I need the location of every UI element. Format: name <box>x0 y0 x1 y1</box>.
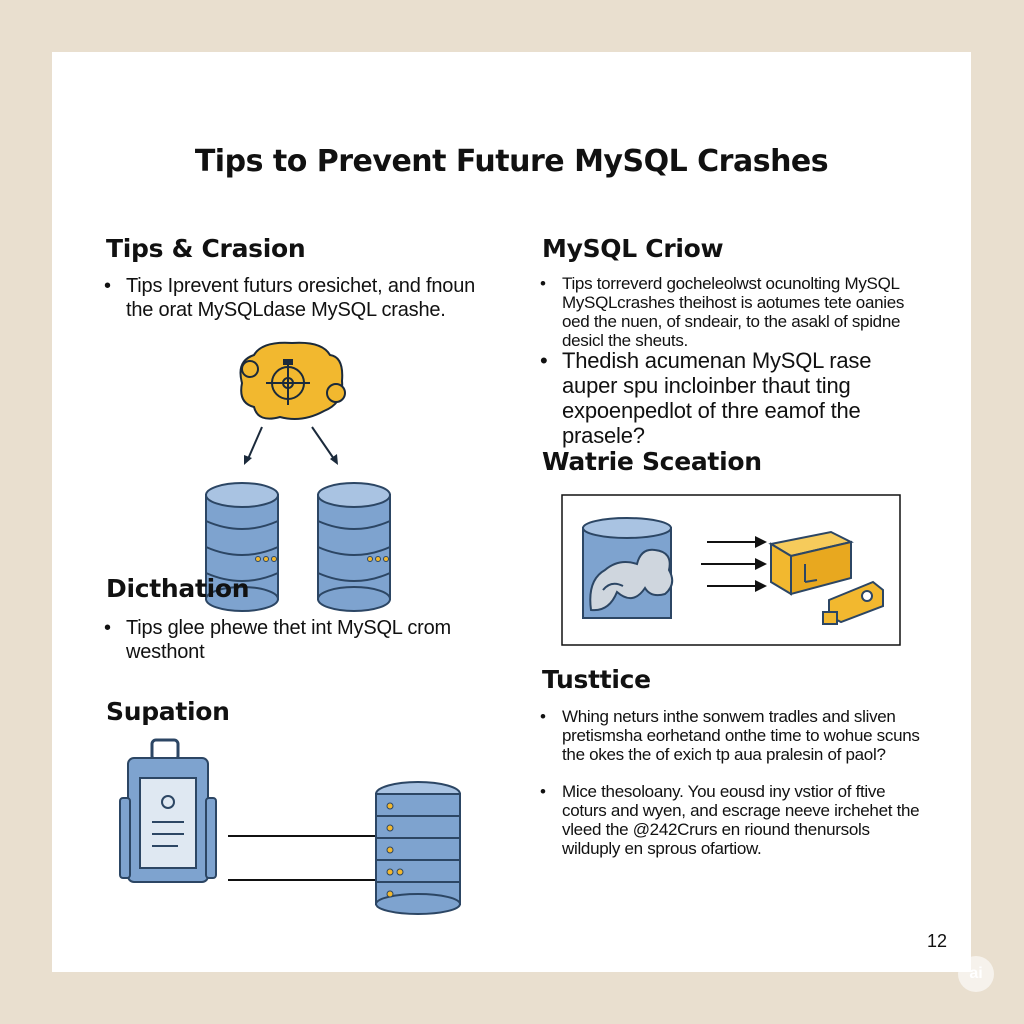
bullet-item: Mice thesoloany. You eousd iny vstior of… <box>536 782 926 858</box>
server-stack-icon <box>375 781 461 915</box>
section-heading-tusttice: Tusttice <box>542 665 651 694</box>
bullet-item: Thedish acumenan MySQL rase auper spu in… <box>536 348 896 448</box>
ai-watermark: ai <box>958 956 994 992</box>
backpack-server-illustration <box>119 738 461 915</box>
database-icon <box>205 482 279 612</box>
package-icon <box>768 530 854 596</box>
document-page: Tips to Prevent Future MySQL Crashes Tip… <box>52 52 971 972</box>
bullet-list-tips-crasion: Tips Iprevent futurs oresichet, and fnou… <box>100 274 480 322</box>
section-heading-dicthation: Dicthation <box>106 574 250 603</box>
bullet-item: Tips torreverd gocheleolwst ocunolting M… <box>536 274 916 350</box>
key-icon <box>822 580 884 625</box>
page-title: Tips to Prevent Future MySQL Crashes <box>194 144 829 179</box>
section-heading-watrie-sceation: Watrie Sceation <box>542 447 762 476</box>
database-icon <box>317 482 391 612</box>
arrow-icon <box>701 536 767 592</box>
database-icon <box>582 517 674 619</box>
bullet-list-mysql-criow-small: Tips torreverd gocheleolwst ocunolting M… <box>536 274 916 350</box>
bullet-list-tusttice: Whing neturs inthe sonwem tradles and sl… <box>536 707 926 858</box>
section-heading-tips-crasion: Tips & Crasion <box>106 234 306 263</box>
arrow-icon <box>244 426 338 465</box>
framed-illustration <box>561 494 901 646</box>
bullet-item: Tips glee phewe thet int MySQL crom west… <box>100 616 500 664</box>
gear-cloud-databases-illustration <box>205 341 391 612</box>
bullet-item: Whing neturs inthe sonwem tradles and sl… <box>536 707 926 764</box>
section-heading-supation: Supation <box>106 697 230 726</box>
backpack-icon <box>119 738 217 883</box>
page-number: 12 <box>926 931 947 951</box>
bullet-item: Tips Iprevent futurs oresichet, and fnou… <box>100 274 480 322</box>
bullet-list-mysql-criow-large: Thedish acumenan MySQL rase auper spu in… <box>536 348 896 448</box>
gear-cloud-icon <box>239 341 346 420</box>
bullet-list-dicthation: Tips glee phewe thet int MySQL crom west… <box>100 616 500 664</box>
section-heading-mysql-criow: MySQL Criow <box>542 234 724 263</box>
